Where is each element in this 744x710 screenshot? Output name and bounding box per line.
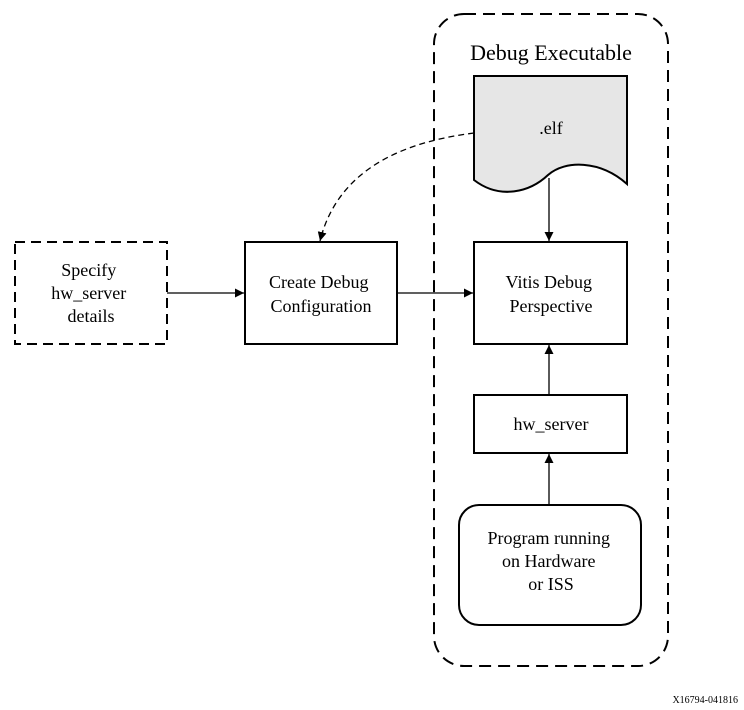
- vitis-line-1: Vitis Debug: [506, 272, 592, 292]
- program-line-2: on Hardware: [502, 551, 595, 571]
- specify-text: Specify hw_server details: [51, 260, 130, 326]
- specify-line-3: details: [68, 306, 115, 326]
- program-line-3: or ISS: [528, 574, 574, 594]
- specify-line-1: Specify: [61, 260, 116, 280]
- elf-document-shape: [473, 75, 628, 193]
- create-text: Create Debug Configuration: [269, 272, 373, 316]
- figure-id: X16794-041816: [672, 695, 738, 706]
- specify-line-2: hw_server: [51, 283, 126, 303]
- arrow-elf-to-create-dashed: [317, 132, 475, 242]
- hw-server-box: [473, 394, 628, 454]
- program-line-1: Program running: [488, 528, 610, 548]
- specify-hw-server-box: [14, 241, 168, 345]
- create-line-1: Create Debug: [269, 272, 368, 292]
- program-running-box: [458, 504, 642, 626]
- elf-label: .elf: [539, 118, 562, 138]
- group-title: Debug Executable: [470, 40, 632, 65]
- vitis-line-2: Perspective: [510, 296, 593, 316]
- create-debug-config-box: [244, 241, 398, 345]
- vitis-debug-perspective-box: [473, 241, 628, 345]
- vitis-text: Vitis Debug Perspective: [506, 272, 597, 316]
- debug-executable-group: [433, 13, 669, 667]
- program-text: Program running on Hardware or ISS: [488, 528, 615, 594]
- create-line-2: Configuration: [271, 296, 372, 316]
- hw-server-label: hw_server: [514, 414, 589, 434]
